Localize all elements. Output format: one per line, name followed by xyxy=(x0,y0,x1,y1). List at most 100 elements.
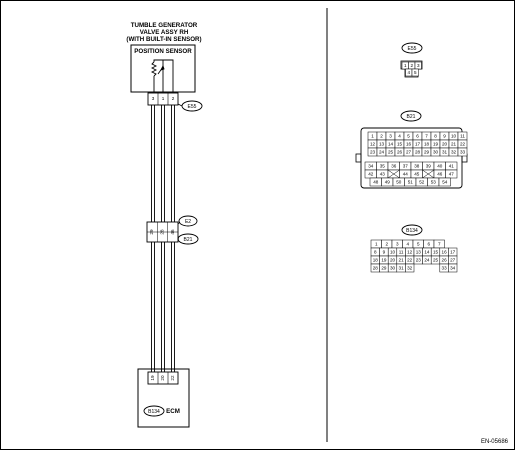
b134-pin-25: 25 xyxy=(433,258,439,263)
b134-pin-4: 4 xyxy=(406,242,409,247)
b134-pin-27: 27 xyxy=(450,258,456,263)
wire-bundle-lower xyxy=(151,242,175,372)
b21-pin-9: 9 xyxy=(443,134,446,139)
b134-pin-20: 20 xyxy=(390,258,396,263)
b134-pin-17: 17 xyxy=(450,250,456,255)
b21-pin-54-cell xyxy=(438,177,451,187)
b134-pin-34-cell xyxy=(448,263,458,273)
b21-view-tag-text: B21 xyxy=(407,114,416,120)
b134-pin-19: 19 xyxy=(381,258,387,263)
b134-pin-9: 9 xyxy=(383,250,386,255)
b21-pin-7: 7 xyxy=(425,134,428,139)
b21-pin-52: 52 xyxy=(419,180,425,185)
b21-pin-25: 25 xyxy=(388,150,394,155)
b21-pin-47-cell xyxy=(445,169,458,179)
b134-pin-21: 21 xyxy=(399,258,405,263)
b21-pin-17: 17 xyxy=(415,142,421,147)
e55-pin-5: 5 xyxy=(414,70,417,75)
b21-pin-34: 34 xyxy=(368,164,374,169)
b134-pin-33: 33 xyxy=(442,266,448,271)
b21-pin-29: 29 xyxy=(424,150,430,155)
b21-pin-53: 53 xyxy=(431,180,437,185)
junction-pin-c: 46 xyxy=(170,229,175,235)
e55-view-tag-text: E55 xyxy=(408,46,417,52)
figure-id: EN-05686 xyxy=(481,439,509,445)
b134-pin-7: 7 xyxy=(438,242,441,247)
b21-pin-38: 38 xyxy=(414,164,420,169)
b134-pin-34: 34 xyxy=(450,266,456,271)
b21-pin-54: 54 xyxy=(442,180,448,185)
sensor-pin-a: 3 xyxy=(152,96,155,101)
b21-pin-15: 15 xyxy=(397,142,403,147)
b21-pin-5: 5 xyxy=(407,134,410,139)
b21-pin-8: 8 xyxy=(434,134,437,139)
b21-pin-3: 3 xyxy=(389,134,392,139)
b21-pin-30: 30 xyxy=(433,150,439,155)
junction-pin-b: 28 xyxy=(160,229,165,235)
e55-pin-1: 1 xyxy=(404,63,407,68)
b21-pin-45: 45 xyxy=(414,172,420,177)
b21-pin-47: 47 xyxy=(449,172,455,177)
b21-pin-33-cell xyxy=(457,147,468,157)
b134-tag-ecm: B134 xyxy=(143,405,165,417)
b21-pin-blank-blank-mark xyxy=(422,169,435,179)
b134-pin-6: 6 xyxy=(427,242,430,247)
sensor-connector xyxy=(147,92,179,106)
e55-pin-4: 4 xyxy=(407,70,410,75)
b21-pin-39: 39 xyxy=(426,164,432,169)
b21-pin-1: 1 xyxy=(371,134,374,139)
b21-pin-blank-blank-mark xyxy=(387,169,400,179)
junction-pin-a: 29 xyxy=(149,229,154,235)
potentiometer-symbol xyxy=(150,59,174,92)
ecm-pin-b: 20 xyxy=(160,375,165,381)
b21-pin-18: 18 xyxy=(424,142,430,147)
b21-pin-20: 20 xyxy=(442,142,448,147)
b21-pin-23: 23 xyxy=(370,150,376,155)
wire-bundle-upper xyxy=(151,105,175,222)
b134-pin-8: 8 xyxy=(374,250,377,255)
e55-tag: E55 xyxy=(181,100,203,112)
b134-pin-3: 3 xyxy=(396,242,399,247)
e55-view-tag xyxy=(401,42,423,54)
b134-pin-5: 5 xyxy=(417,242,420,247)
b21-pin-10: 10 xyxy=(451,134,457,139)
b134-pin-23: 23 xyxy=(416,258,422,263)
b134-view-tag-text: B134 xyxy=(406,228,418,234)
ecm-pin-a: 19 xyxy=(150,375,155,381)
e55-pin-3: 3 xyxy=(417,63,420,68)
b21-pin-33: 33 xyxy=(460,150,466,155)
b21-pin-32: 32 xyxy=(451,150,457,155)
tumble-generator-title: TUMBLE GENERATOR VALVE ASSY RH (WITH BUI… xyxy=(126,22,201,43)
b134-pin-30: 30 xyxy=(390,266,396,271)
ecm-box xyxy=(137,368,190,428)
b134-pin-10: 10 xyxy=(390,250,396,255)
b21-tag: B21 xyxy=(177,233,199,245)
b21-pin-24: 24 xyxy=(379,150,385,155)
ecm-label: ECM xyxy=(166,408,180,415)
b21-pin-21: 21 xyxy=(451,142,457,147)
b134-pin-13: 13 xyxy=(416,250,422,255)
b134-pin-18: 18 xyxy=(373,258,379,263)
b134-pin-1: 1 xyxy=(375,242,378,247)
b21-pin-13: 13 xyxy=(379,142,385,147)
b134-pin-24: 24 xyxy=(424,258,430,263)
b21-pin-26: 26 xyxy=(397,150,403,155)
b134-pin-14: 14 xyxy=(424,250,430,255)
e55-pin-5-cell xyxy=(411,68,419,77)
b21-pin-43: 43 xyxy=(380,172,386,177)
b21-tag-text: B21 xyxy=(184,237,193,243)
b134-pin-28: 28 xyxy=(373,266,379,271)
sensor-pin-b: 1 xyxy=(162,96,165,101)
b21-pin-37: 37 xyxy=(403,164,409,169)
title-line-1: TUMBLE GENERATOR xyxy=(131,22,198,29)
ecm-connector xyxy=(147,371,179,385)
b134-pin-29: 29 xyxy=(381,266,387,271)
b21-pin-12: 12 xyxy=(370,142,376,147)
b134-pin-16: 16 xyxy=(442,250,448,255)
b134-view-tag xyxy=(401,224,423,236)
